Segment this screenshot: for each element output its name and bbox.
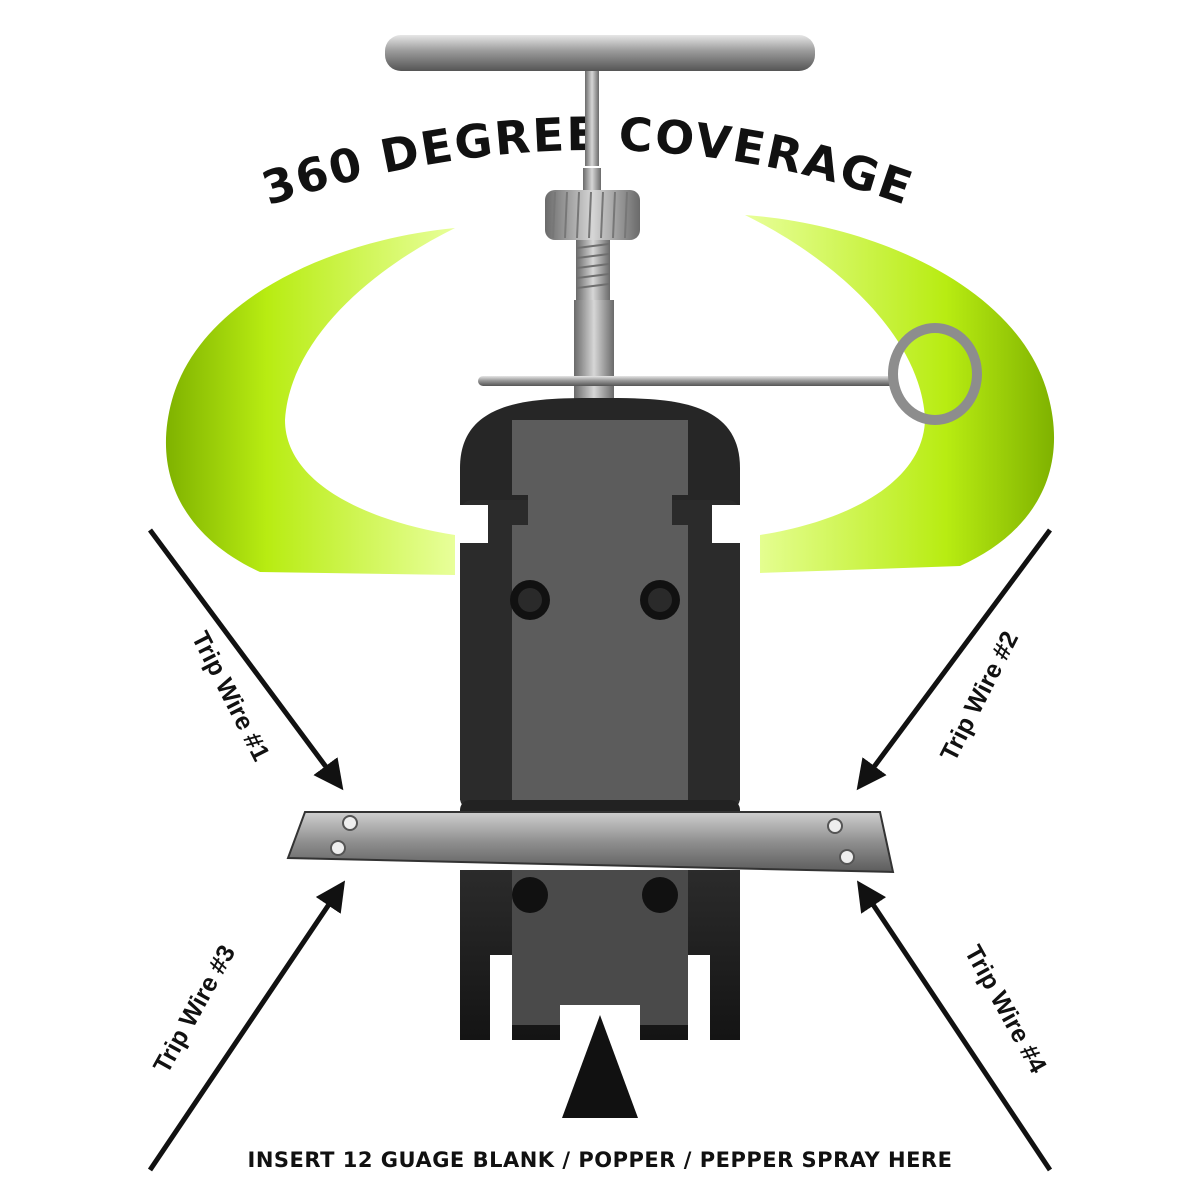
insert-instruction: INSERT 12 GUAGE BLANK / POPPER / PEPPER …	[247, 1148, 953, 1172]
up-arrow-icon	[562, 1015, 638, 1118]
mounting-plate	[286, 811, 895, 874]
device-reflection	[460, 870, 740, 1045]
trip-wire-4-arrow	[857, 880, 1053, 1172]
trip-wire-3-arrow	[147, 880, 346, 1172]
trip-wire-1-arrow	[147, 528, 344, 791]
coverage-ring-left	[165, 228, 455, 575]
t-handle	[385, 35, 815, 166]
trip-wire-2-arrow	[856, 528, 1053, 791]
trip-wire-arrows	[147, 528, 1053, 1172]
trigger-pin	[478, 323, 982, 425]
circular-arrow-icon	[165, 215, 1055, 575]
threaded-rod	[545, 168, 640, 410]
trip-wire-alarm-device	[458, 398, 742, 822]
coverage-ring-right	[745, 215, 1055, 573]
